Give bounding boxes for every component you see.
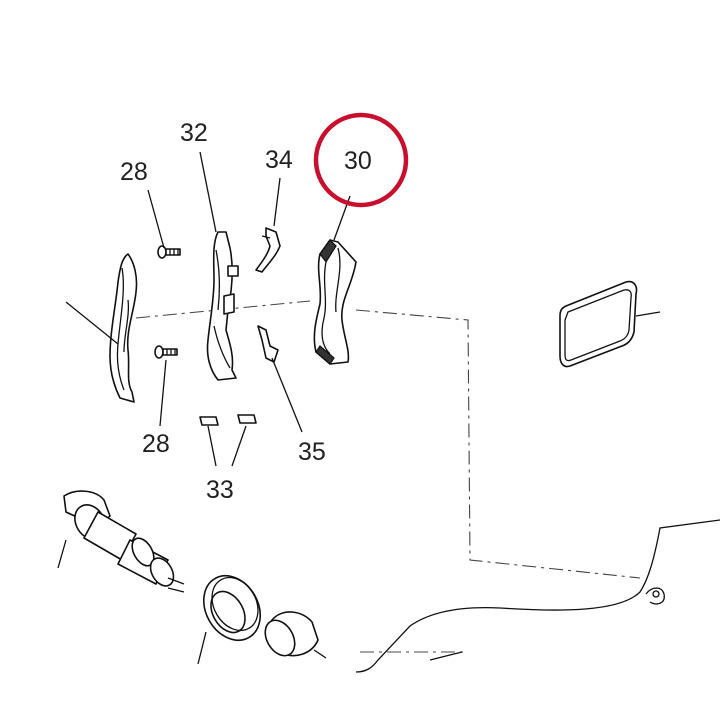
callout-28-bottom: 28 — [142, 430, 170, 458]
spring-35 — [257, 325, 279, 363]
callout-33: 33 — [206, 476, 234, 504]
pin-assembly — [63, 490, 327, 659]
clip-34 — [255, 227, 281, 273]
callout-35: 35 — [298, 438, 326, 466]
highlight-circle — [313, 112, 409, 208]
callout-34: 34 — [265, 146, 293, 174]
callout-30: 30 — [344, 147, 372, 175]
inspection-window — [559, 280, 661, 368]
caliper-housing — [355, 519, 720, 673]
leader-lines — [57, 151, 351, 665]
screw-28-bottom — [154, 345, 178, 359]
small-pads-33 — [199, 414, 257, 426]
callout-28-top: 28 — [120, 158, 148, 186]
screw-28-top — [157, 245, 181, 259]
brake-pad-30 — [313, 239, 357, 365]
callout-32: 32 — [180, 119, 208, 147]
shim-plate-32 — [206, 231, 239, 381]
backing-plate-left — [109, 253, 138, 403]
